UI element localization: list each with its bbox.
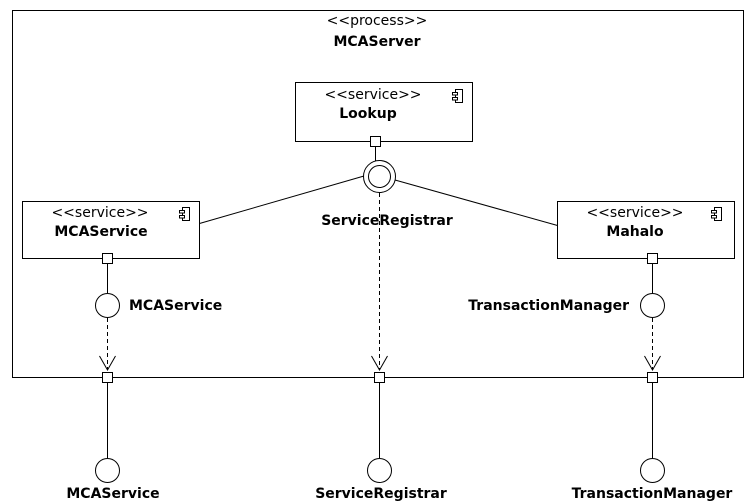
transaction-manager-interface-label: TransactionManager — [468, 298, 629, 314]
mcaservice-name: MCAService — [54, 224, 147, 240]
outer-mcaservice-label: MCAService — [66, 486, 159, 501]
component-mahalo[interactable]: <<service>> Mahalo — [557, 201, 735, 259]
component-lookup[interactable]: <<service>> Lookup — [295, 82, 473, 142]
outer-transaction-manager-label: TransactionManager — [572, 486, 733, 501]
lookup-stereotype: <<service>> — [324, 87, 421, 103]
boundary-port-transaction-manager[interactable] — [647, 372, 658, 383]
service-registrar-label: ServiceRegistrar — [321, 213, 453, 229]
outer-transaction-manager-interface-icon[interactable] — [640, 458, 665, 483]
transaction-manager-delegation-arrow — [644, 318, 661, 372]
mcaservice-to-registrar-connector — [199, 175, 365, 224]
boundary-port-service-registrar[interactable] — [374, 372, 385, 383]
mahalo-name: Mahalo — [606, 224, 664, 240]
mcaservice-stereotype: <<service>> — [51, 205, 148, 221]
outer-service-registrar-interface-icon[interactable] — [367, 458, 392, 483]
mcaservice-interface-icon[interactable] — [95, 293, 120, 318]
mcaservice-interface-label: MCAService — [129, 298, 222, 314]
boundary-port-mcaservice[interactable] — [102, 372, 113, 383]
process-boundary[interactable] — [12, 10, 744, 378]
service-registrar-delegation-arrow — [371, 193, 388, 372]
mcaservice-port[interactable] — [102, 253, 113, 264]
component-icon — [711, 207, 722, 221]
transaction-manager-interface-icon[interactable] — [640, 293, 665, 318]
component-icon — [179, 207, 190, 221]
component-mcaservice[interactable]: <<service>> MCAService — [22, 201, 200, 259]
process-name: MCAServer — [333, 34, 420, 50]
mahalo-stereotype: <<service>> — [586, 205, 683, 221]
lookup-name: Lookup — [339, 106, 396, 122]
process-stereotype: <<process>> — [327, 13, 428, 29]
service-registrar-ball-icon[interactable] — [368, 165, 391, 188]
outer-service-registrar-label: ServiceRegistrar — [315, 486, 447, 501]
lookup-port[interactable] — [370, 136, 381, 147]
component-icon — [452, 89, 463, 103]
mahalo-to-registrar-connector — [394, 179, 558, 226]
mahalo-port[interactable] — [647, 253, 658, 264]
outer-mcaservice-interface-icon[interactable] — [95, 458, 120, 483]
mcaservice-delegation-arrow — [99, 318, 116, 372]
